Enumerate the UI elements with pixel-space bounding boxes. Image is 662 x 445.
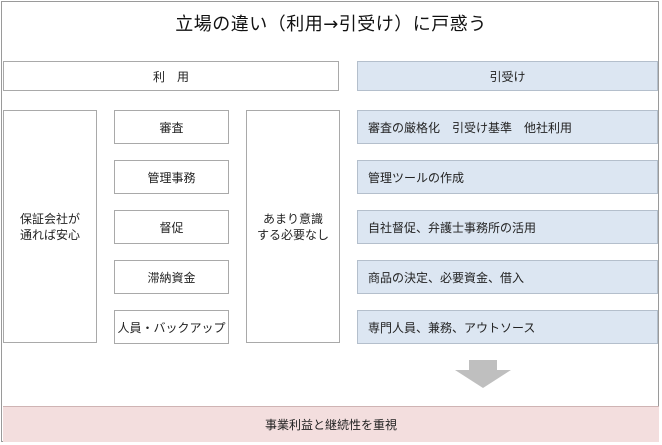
left-item-staff-backup: 人員・バックアップ [114,310,229,344]
footer-banner: 事業利益と継続性を重視 [3,406,659,442]
right-item-admin-tools: 管理ツールの作成 [357,160,658,194]
guarantee-pass-line-1: 保証会社が [19,211,80,226]
right-item-label: 商品の決定、必要資金、借入 [368,270,525,285]
left-item-admin: 管理事務 [114,160,229,194]
left-item-label: 督促 [159,220,184,235]
right-item-staffing: 専門人員、兼務、アウトソース [357,310,658,344]
right-item-collection: 自社督促、弁護士事務所の活用 [357,210,658,244]
right-item-label: 専門人員、兼務、アウトソース [368,320,536,335]
left-item-collection: 督促 [114,210,229,244]
right-item-product-funding: 商品の決定、必要資金、借入 [357,260,658,294]
underwriting-header-label: 引受け [489,69,526,84]
left-item-arrears-funds: 滞納資金 [114,260,229,294]
usage-header-label: 利 用 [152,69,189,84]
no-awareness-line-1: あまり意識 [262,211,323,226]
right-item-label: 審査の厳格化 引受け基準 他社利用 [368,120,573,135]
no-awareness-line-2: する必要なし [256,227,329,242]
right-item-label: 管理ツールの作成 [368,170,465,185]
usage-header: 利 用 [3,61,339,91]
left-item-label: 審査 [159,120,184,135]
right-item-screening: 審査の厳格化 引受け基準 他社利用 [357,110,658,144]
down-arrow-icon [455,360,511,388]
footer-label: 事業利益と継続性を重視 [264,418,397,432]
no-awareness-box: あまり意識 する必要なし [246,110,340,343]
left-item-label: 人員・バックアップ [117,320,226,335]
right-item-label: 自社督促、弁護士事務所の活用 [368,220,537,235]
left-item-label: 管理事務 [147,170,196,185]
guarantee-pass-line-2: 通れば安心 [19,227,80,242]
guarantee-pass-box: 保証会社が 通れば安心 [3,110,97,343]
left-item-label: 滞納資金 [147,270,196,285]
diagram-title: 立場の違い（利用→引受け）に戸惑う [175,14,487,35]
underwriting-header: 引受け [357,61,658,91]
left-item-screening: 審査 [114,110,229,144]
